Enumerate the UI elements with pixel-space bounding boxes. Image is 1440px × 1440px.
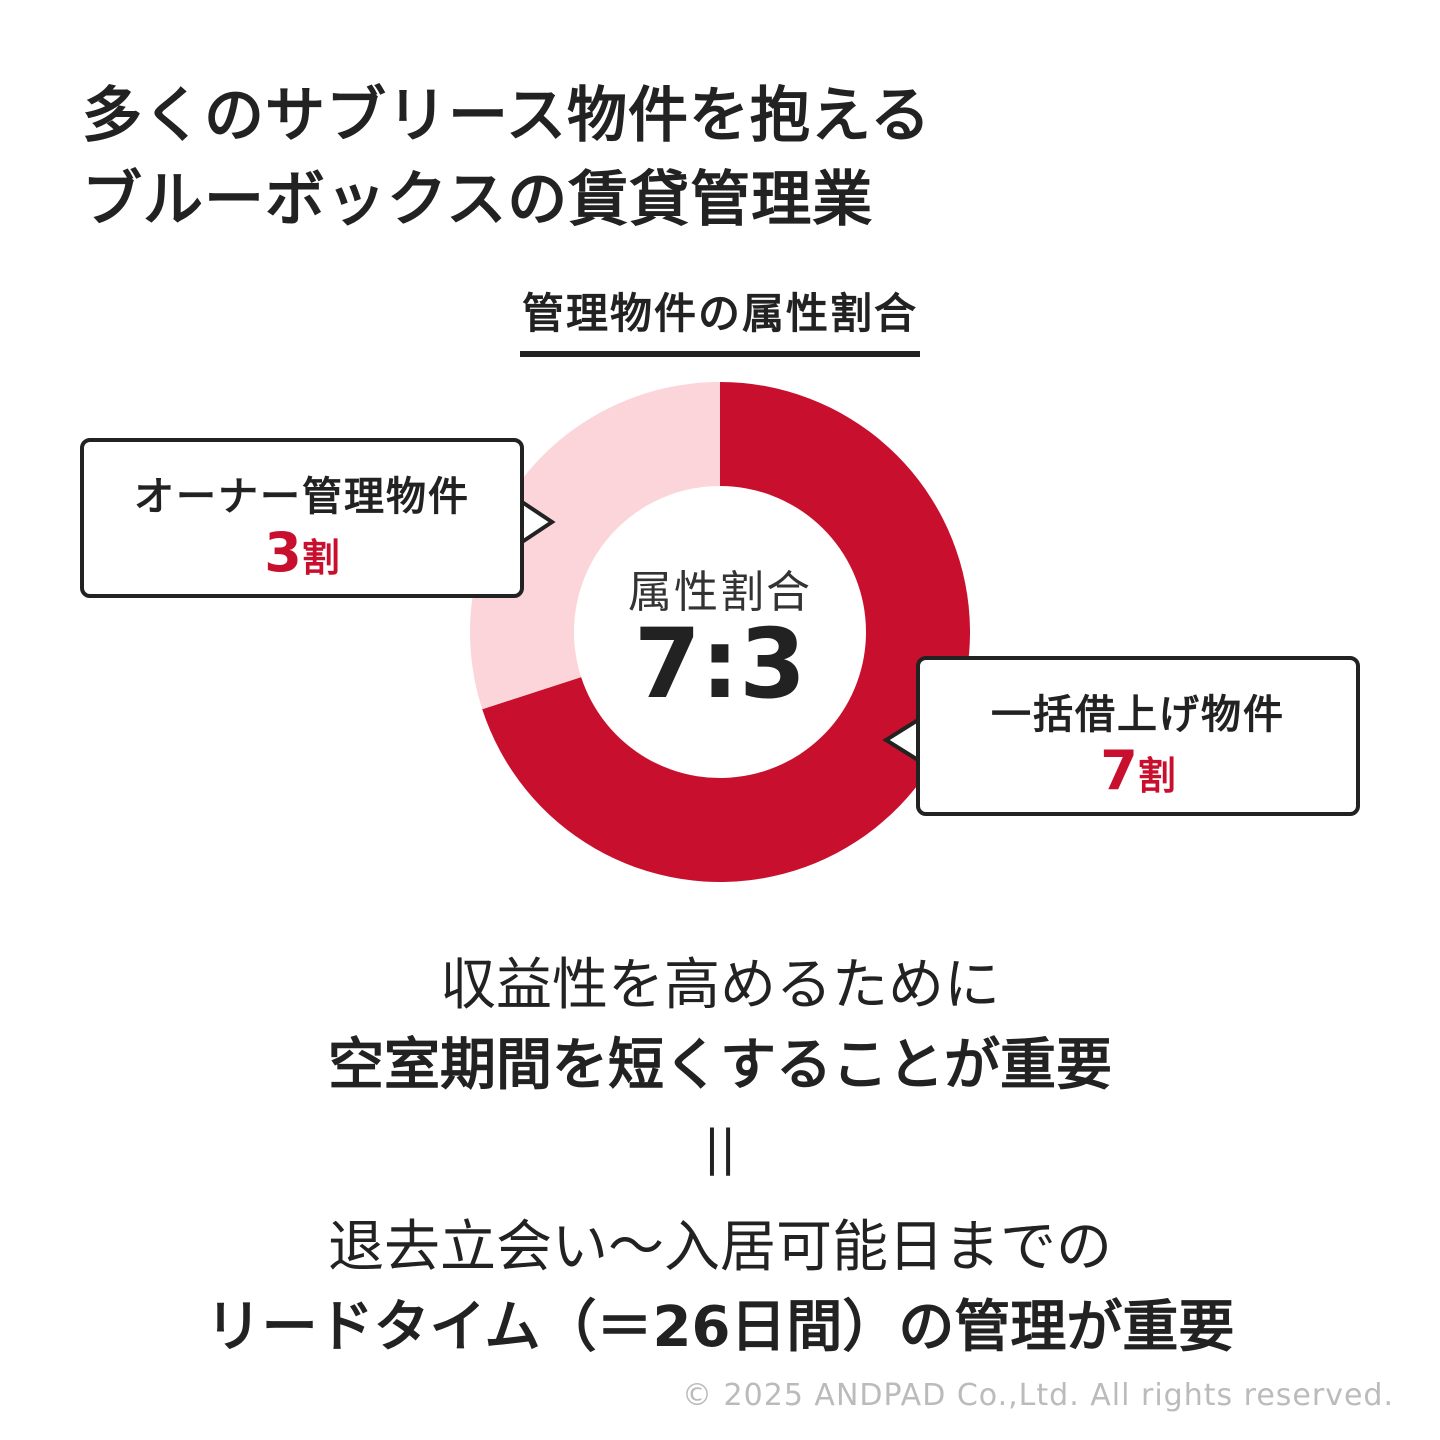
chart-title: 管理物件の属性割合	[0, 280, 1440, 357]
donut-center-label: 属性割合	[628, 567, 812, 618]
equal-sign: ||	[703, 1120, 737, 1176]
callout-right-pointer	[882, 718, 920, 762]
donut-center-ratio: 7:3	[634, 608, 806, 720]
message-line-2: 空室期間を短くすることが重要	[328, 1033, 1112, 1098]
copyright: © 2025 ANDPAD Co.,Ltd. All rights reserv…	[682, 1378, 1394, 1413]
callout-left-pointer	[518, 500, 556, 544]
callout-master-lease-label: 一括借上げ物件	[991, 692, 1285, 738]
page-title: 多くのサブリース物件を抱える ブルーボックスの賃貸管理業	[82, 74, 931, 242]
title-line-2: ブルーボックスの賃貸管理業	[82, 165, 874, 235]
donut-chart	[469, 382, 970, 882]
donut-slice-0	[482, 382, 970, 882]
callout-owner-value: 3割	[264, 521, 340, 584]
callout-owner-managed: オーナー管理物件 3割	[80, 438, 524, 598]
message-line-1: 収益性を高めるために	[440, 953, 1000, 1018]
message-line-4: リードタイム（＝26日間）の管理が重要	[205, 1295, 1235, 1360]
message-line-3: 退去立会い〜入居可能日までの	[328, 1215, 1112, 1280]
callout-master-lease-value: 7割	[1100, 739, 1176, 802]
chart-title-text: 管理物件の属性割合	[519, 280, 920, 357]
callout-master-lease: 一括借上げ物件 7割	[916, 656, 1360, 816]
title-line-1: 多くのサブリース物件を抱える	[82, 81, 932, 151]
donut-slice-1	[469, 382, 720, 710]
message-block-2: 退去立会い〜入居可能日までの リードタイム（＝26日間）の管理が重要	[0, 1208, 1440, 1368]
callout-owner-label: オーナー管理物件	[134, 474, 470, 520]
message-block-1: 収益性を高めるために 空室期間を短くすることが重要	[0, 946, 1440, 1106]
